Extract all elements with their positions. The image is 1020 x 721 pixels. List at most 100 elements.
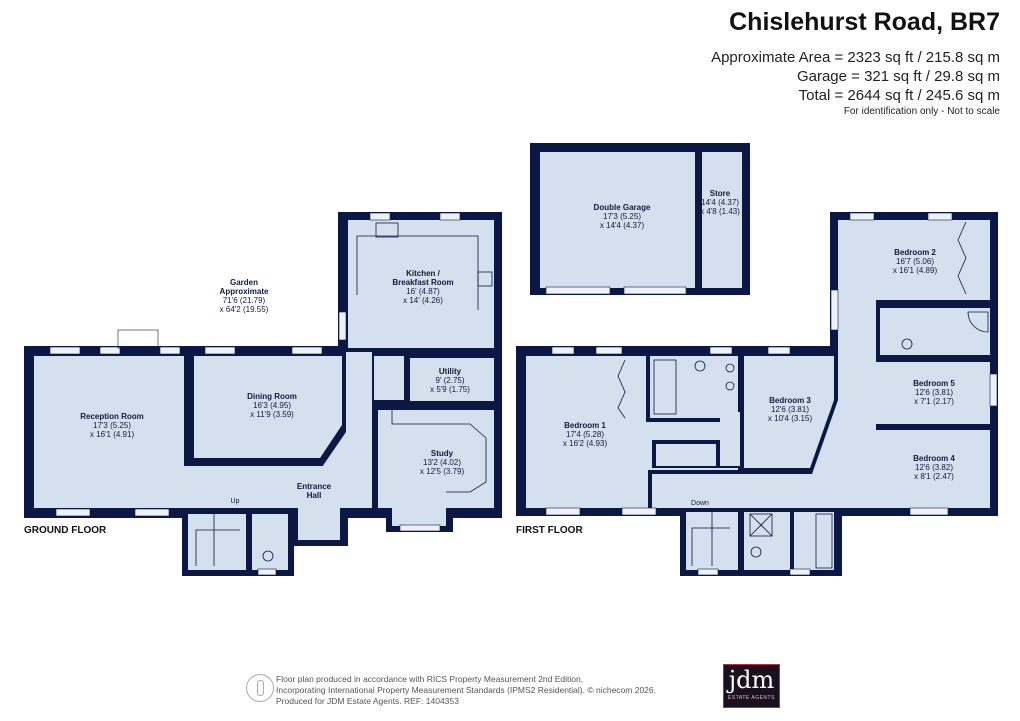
first-floor-rooms	[526, 220, 990, 570]
room-dim: 14'4 (4.37)	[701, 198, 739, 207]
room-name: Bedroom 1	[564, 421, 606, 430]
dining-room-label: Dining Room 16'3 (4.95) x 11'9 (3.59)	[247, 392, 297, 419]
room-name: Breakfast Room	[392, 278, 453, 287]
room-dim: 13'2 (4.02)	[423, 458, 461, 467]
utility-label: Utility 9' (2.75) x 5'9 (1.75)	[430, 367, 470, 394]
room-name: Utility	[439, 367, 462, 376]
ground-floor-rooms	[34, 220, 494, 570]
room-dim: 17'3 (5.25)	[603, 212, 641, 221]
bedroom-2-label: Bedroom 2 16'7 (5.06) x 16'1 (4.89)	[893, 248, 938, 275]
room-dim: x 8'1 (2.47)	[914, 472, 954, 481]
room-dim: x 16'1 (4.89)	[893, 266, 938, 275]
first-floor-windows	[545, 212, 998, 576]
reception-room-label: Reception Room 17'3 (5.25) x 16'1 (4.91)	[80, 412, 144, 439]
store-label: Store 14'4 (4.37) x 4'8 (1.43)	[700, 189, 740, 216]
room-name: Reception Room	[80, 412, 144, 421]
room-name: Study	[431, 449, 454, 458]
bedroom-4	[876, 430, 990, 508]
logo-text: jdm	[728, 666, 775, 694]
entrance-hall	[180, 466, 372, 508]
reception-room	[34, 356, 184, 508]
room-name: Bedroom 4	[913, 454, 955, 463]
garden-name: Garden	[230, 278, 258, 287]
room-name: Dining Room	[247, 392, 297, 401]
entrance-hall-label: Entrance Hall	[297, 482, 332, 500]
room-name: Bedroom 3	[769, 396, 811, 405]
garage-door	[623, 286, 687, 295]
family-bathroom	[794, 512, 834, 570]
garden-dim-2: x 64'2 (19.55)	[220, 305, 269, 314]
room-dim: 9' (2.75)	[435, 376, 464, 385]
room-dim: 12'6 (3.81)	[771, 405, 809, 414]
room-name: Hall	[307, 491, 322, 500]
footer-disclaimer: Floor plan produced in accordance with R…	[276, 674, 656, 707]
room-dim: 16' (4.87)	[406, 287, 440, 296]
double-garage-label: Double Garage 17'3 (5.25) x 14'4 (4.37)	[594, 203, 651, 230]
ground-floor-label: GROUND FLOOR	[24, 525, 107, 536]
utility	[410, 358, 494, 401]
total-area: Total = 2644 sq ft / 245.6 sq m	[798, 87, 1000, 104]
garden-name-2: Approximate	[220, 287, 269, 296]
room-dim: x 5'9 (1.75)	[430, 385, 470, 394]
store	[702, 152, 742, 288]
landing	[652, 220, 990, 508]
room-dim: x 16'2 (4.93)	[563, 439, 608, 448]
dining-room	[194, 356, 342, 458]
first-floor-label: FIRST FLOOR	[516, 525, 583, 536]
footer-line-1: Floor plan produced in accordance with R…	[276, 674, 584, 684]
logo-subtext: ESTATE AGENTS	[728, 695, 775, 701]
person-icon	[246, 674, 274, 702]
room-dim: 17'4 (5.28)	[566, 430, 604, 439]
room-name: Store	[710, 189, 731, 198]
room-name: Double Garage	[594, 203, 651, 212]
ensuite	[880, 308, 990, 355]
stairs-up-label: Up	[231, 498, 240, 505]
porch	[298, 506, 340, 540]
garage-area: Garage = 321 sq ft / 29.8 sq m	[796, 68, 1000, 85]
jdm-logo: jdm ESTATE AGENTS	[723, 664, 780, 708]
garden-dim-1: 71'6 (21.79)	[223, 296, 266, 305]
bathroom	[650, 356, 738, 418]
wc	[252, 514, 288, 570]
room-name: Entrance	[297, 482, 332, 491]
room-name: Bedroom 5	[913, 379, 955, 388]
first-floor-fixtures	[617, 221, 989, 569]
kitchen-label: Kitchen / Breakfast Room 16' (4.87) x 14…	[392, 269, 453, 305]
approximate-area: Approximate Area = 2323 sq ft / 215.8 sq…	[711, 49, 1000, 66]
stairs	[188, 514, 246, 570]
hall-corridor	[320, 352, 372, 470]
bedroom-1	[526, 356, 738, 508]
kitchen	[348, 220, 494, 348]
ground-floor-windows	[49, 212, 461, 576]
room-dim: 16'7 (5.06)	[896, 257, 934, 266]
bedroom-3-label: Bedroom 3 12'6 (3.81) x 10'4 (3.15)	[768, 396, 813, 423]
room-dim: 12'6 (3.81)	[915, 388, 953, 397]
bedroom-5-label: Bedroom 5 12'6 (3.81) x 7'1 (2.17)	[913, 379, 955, 406]
cupboard	[374, 356, 404, 400]
room-dim: x 14' (4.26)	[403, 296, 443, 305]
bedroom-5	[876, 362, 990, 424]
room-dim: x 11'9 (3.59)	[250, 410, 294, 419]
footer-line-3: Produced for JDM Estate Agents. REF: 140…	[276, 696, 459, 706]
stairs-down-label: Down	[691, 500, 709, 507]
garden-label: Garden Approximate 71'6 (21.79) x 64'2 (…	[220, 278, 269, 314]
property-title: Chislehurst Road, BR7	[729, 8, 1000, 36]
wardrobes	[656, 444, 716, 466]
room-dim: x 4'8 (1.43)	[700, 207, 740, 216]
study	[378, 410, 494, 508]
room-name: Kitchen /	[406, 269, 441, 278]
room-dim: x 10'4 (3.15)	[768, 414, 813, 423]
ground-floor-fixtures	[195, 222, 493, 566]
scale-note: For identification only - Not to scale	[843, 106, 1000, 117]
bedroom-4-label: Bedroom 4 12'6 (3.82) x 8'1 (2.47)	[913, 454, 955, 481]
shower-room	[744, 512, 790, 570]
footer-line-2: Incorporating International Property Mea…	[276, 685, 656, 695]
cupboards	[720, 412, 740, 466]
study-label: Study 13'2 (4.02) x 12'5 (3.79)	[420, 449, 465, 476]
bedroom-1-label: Bedroom 1 17'4 (5.28) x 16'2 (4.93)	[563, 421, 608, 448]
room-dim: x 14'4 (4.37)	[600, 221, 645, 230]
bedroom-3	[744, 356, 834, 468]
room-dim: x 12'5 (3.79)	[420, 467, 465, 476]
room-name: Bedroom 2	[894, 248, 936, 257]
